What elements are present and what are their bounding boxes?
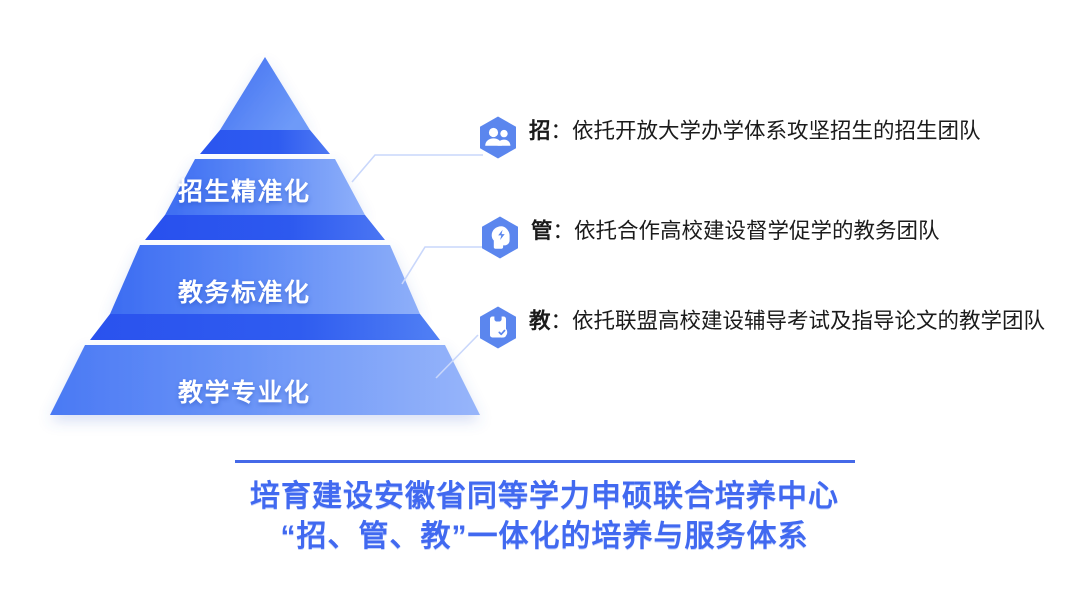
detail-row-1-body: 依托开放大学办学体系攻坚招生的招生团队 (572, 119, 981, 143)
caption-line-2: “招、管、教”一体化的培养与服务体系 (280, 520, 809, 553)
head-lightning-icon (480, 215, 520, 260)
caption-line-1: 培育建设安徽省同等学力申硕联合培养中心 (250, 480, 839, 513)
pyramid-shape (50, 57, 480, 415)
detail-row-1-text: 招：依托开放大学办学体系攻坚招生的招生团队 (529, 112, 981, 150)
detail-row-2-text: 管：依托合作高校建设督学促学的教务团队 (531, 212, 940, 250)
detail-row-3-separator: ： (550, 309, 573, 333)
detail-row-3: 教：依托联盟高校建设辅导考试及指导论文的教学团队 (478, 302, 1045, 350)
detail-row-2: 管：依托合作高校建设督学促学的教务团队 (480, 212, 940, 260)
detail-row-2-lead: 管 (531, 219, 553, 243)
detail-row-3-text: 教：依托联盟高校建设辅导考试及指导论文的教学团队 (529, 302, 1045, 340)
pyramid-diagram: 招生精准化 教务标准化 教学专业化 (0, 30, 520, 440)
detail-row-3-lead: 教 (529, 309, 551, 333)
detail-row-1-separator: ： (550, 119, 573, 143)
caption-divider (234, 460, 855, 463)
detail-row-3-body: 依托联盟高校建设辅导考试及指导论文的教学团队 (572, 309, 1046, 333)
clipboard-check-icon (478, 305, 518, 350)
detail-row-1: 招：依托开放大学办学体系攻坚招生的招生团队 (478, 112, 981, 160)
summary-caption: 培育建设安徽省同等学力申硕联合培养中心 “招、管、教”一体化的培养与服务体系 (0, 460, 1089, 557)
users-icon (478, 115, 518, 160)
detail-row-2-body: 依托合作高校建设督学促学的教务团队 (574, 219, 940, 243)
detail-row-1-lead: 招 (529, 119, 551, 143)
detail-row-2-separator: ： (552, 219, 575, 243)
